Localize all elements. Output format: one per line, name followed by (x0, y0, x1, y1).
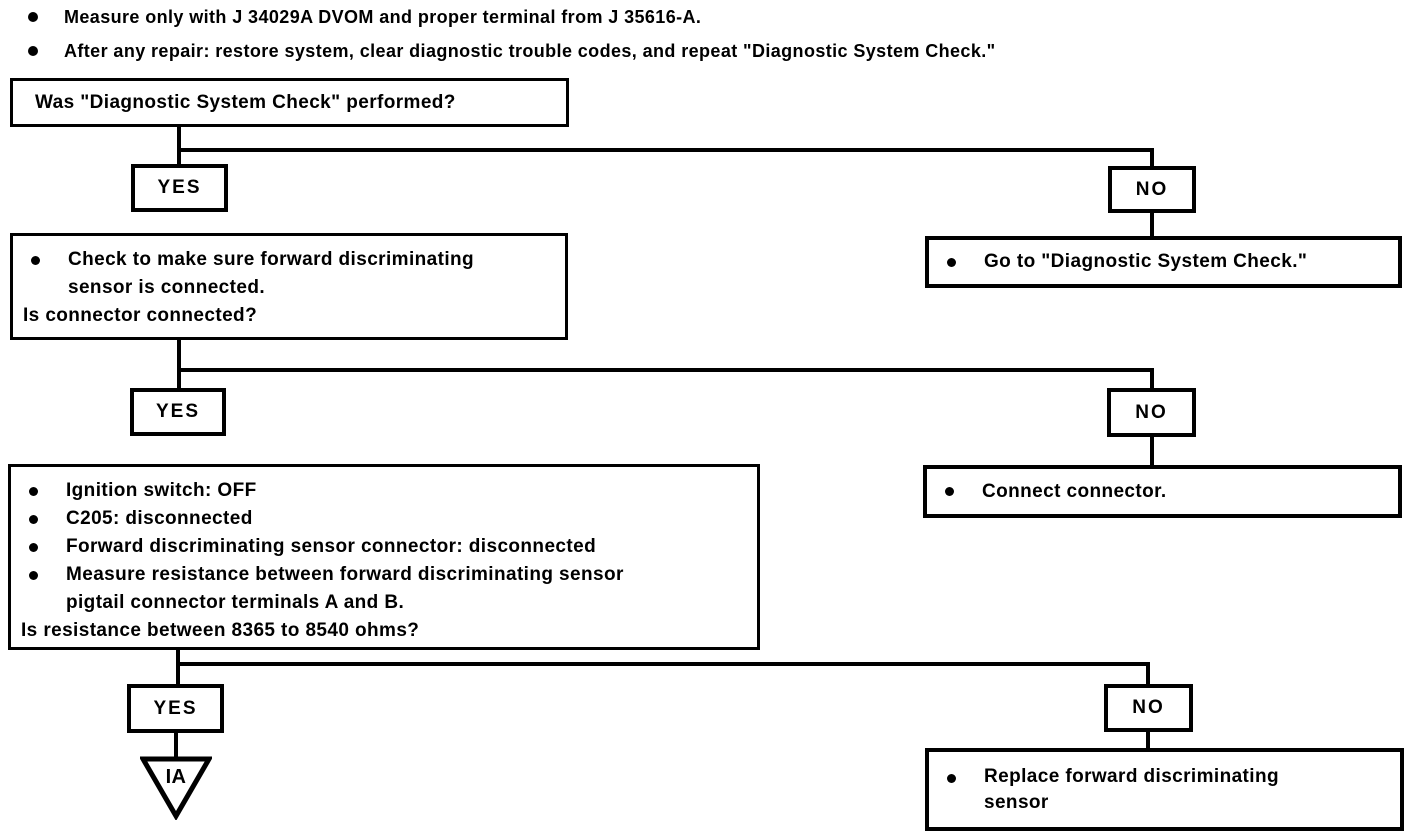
bullet-icon (31, 256, 40, 265)
bullet-icon (29, 515, 38, 524)
bullet-icon (28, 12, 38, 22)
connector-vertical (1146, 732, 1150, 748)
triangle-icon: IA (138, 756, 214, 821)
offpage-label: IA (166, 766, 187, 788)
bullet-icon (947, 773, 956, 783)
action-text: Go to "Diagnostic System Check." (984, 251, 1308, 272)
decision-box-1: Was "Diagnostic System Check" performed? (10, 78, 569, 127)
connector-vertical (1150, 148, 1154, 166)
question-text: Is resistance between 8365 to 8540 ohms? (21, 620, 420, 641)
yes-label: YES (157, 177, 202, 198)
bullet-icon (29, 571, 38, 580)
bullet-icon (28, 46, 38, 56)
connector-vertical (1150, 437, 1154, 465)
action-text: Connect connector. (982, 480, 1167, 502)
header-note-1: Measure only with J 34029A DVOM and prop… (28, 6, 1408, 28)
no-box-1: NO (1108, 166, 1196, 213)
bullet-icon (947, 257, 956, 267)
yes-label: YES (155, 401, 201, 422)
no-label: NO (1135, 401, 1168, 423)
action-box-3: Replace forward discriminating sensor (925, 748, 1404, 831)
note-text: After any repair: restore system, clear … (64, 41, 996, 61)
instruction-text: C205: disconnected (66, 508, 253, 529)
no-box-2: NO (1107, 388, 1196, 437)
decision-box-3: Ignition switch: OFF C205: disconnected … (8, 464, 760, 650)
yes-box-3: YES (127, 684, 224, 733)
yes-box-2: YES (130, 388, 226, 436)
header-note-2: After any repair: restore system, clear … (28, 40, 1408, 62)
connector-vertical (1150, 368, 1154, 388)
bullet-icon (945, 487, 954, 496)
action-text: Replace forward discriminating sensor (984, 765, 1279, 813)
action-box-2: Connect connector. (923, 465, 1402, 518)
bullet-icon (29, 543, 38, 552)
no-label: NO (1135, 178, 1169, 200)
instruction-text: Check to make sure forward discriminatin… (68, 249, 475, 298)
bullet-icon (29, 487, 38, 496)
question-text: Is connector connected? (23, 305, 258, 326)
no-label: NO (1132, 697, 1165, 718)
instruction-text: Measure resistance between forward discr… (66, 564, 624, 613)
note-text: Measure only with J 34029A DVOM and prop… (64, 7, 702, 27)
offpage-connector: IA (138, 756, 214, 821)
connector-horizontal (177, 368, 1154, 372)
connector-horizontal (177, 148, 1154, 152)
instruction-text: Forward discriminating sensor connector:… (66, 536, 597, 557)
connector-vertical (176, 650, 180, 684)
decision-box-2: Check to make sure forward discriminatin… (10, 233, 568, 340)
connector-vertical (174, 733, 178, 759)
question-text: Was "Diagnostic System Check" performed? (35, 91, 456, 113)
connector-vertical (177, 126, 181, 164)
yes-box-1: YES (131, 164, 228, 212)
connector-horizontal (176, 662, 1150, 666)
connector-vertical (177, 340, 181, 388)
no-box-3: NO (1104, 684, 1193, 732)
action-box-1: Go to "Diagnostic System Check." (925, 236, 1402, 288)
yes-label: YES (153, 697, 198, 719)
connector-vertical (1150, 213, 1154, 236)
connector-vertical (1146, 662, 1150, 684)
instruction-text: Ignition switch: OFF (66, 480, 257, 501)
